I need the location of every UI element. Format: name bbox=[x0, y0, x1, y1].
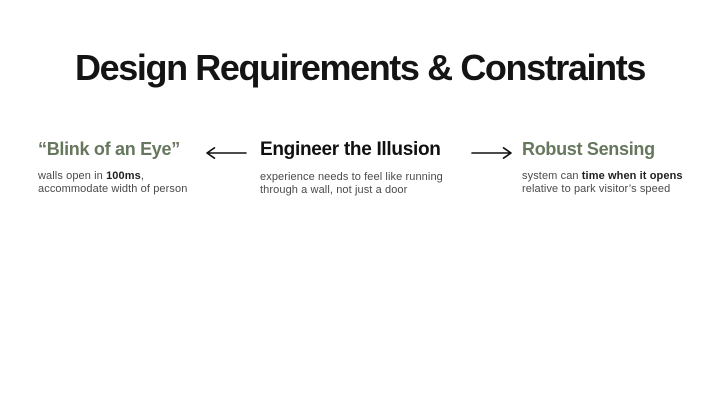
slide-title: Design Requirements & Constraints bbox=[75, 47, 646, 88]
column-heading-blink-of-an-eye: “Blink of an Eye” bbox=[38, 139, 180, 159]
column-blink-of-an-eye: “Blink of an Eye” walls open in 100ms, a… bbox=[38, 139, 210, 196]
body-text-bold-segment: 100ms bbox=[106, 169, 141, 182]
body-text-segment: , accommodate width of person bbox=[38, 169, 188, 195]
body-text-bold-segment: time when it opens bbox=[581, 169, 683, 182]
column-body-robust-sensing: system can time when it opens relative t… bbox=[522, 170, 690, 197]
column-body-engineer-the-illusion: experience needs to feel like running th… bbox=[260, 171, 465, 198]
body-text-segment: walls open in bbox=[38, 169, 107, 182]
body-text-segment: relative to park visitor’s speed bbox=[522, 183, 671, 195]
right-arrow-icon bbox=[470, 146, 514, 160]
column-body-blink-of-an-eye: walls open in 100ms, accommodate width o… bbox=[38, 170, 210, 197]
column-heading-robust-sensing: Robust Sensing bbox=[522, 139, 655, 159]
column-robust-sensing: Robust Sensing system can time when it o… bbox=[522, 139, 690, 196]
column-heading-engineer-the-illusion: Engineer the Illusion bbox=[260, 139, 441, 160]
left-arrow-icon bbox=[204, 146, 248, 160]
column-engineer-the-illusion: Engineer the Illusion experience needs t… bbox=[260, 139, 465, 198]
body-text-segment: experience needs to feel like running th… bbox=[260, 170, 443, 197]
body-text-segment: system can bbox=[522, 169, 582, 182]
